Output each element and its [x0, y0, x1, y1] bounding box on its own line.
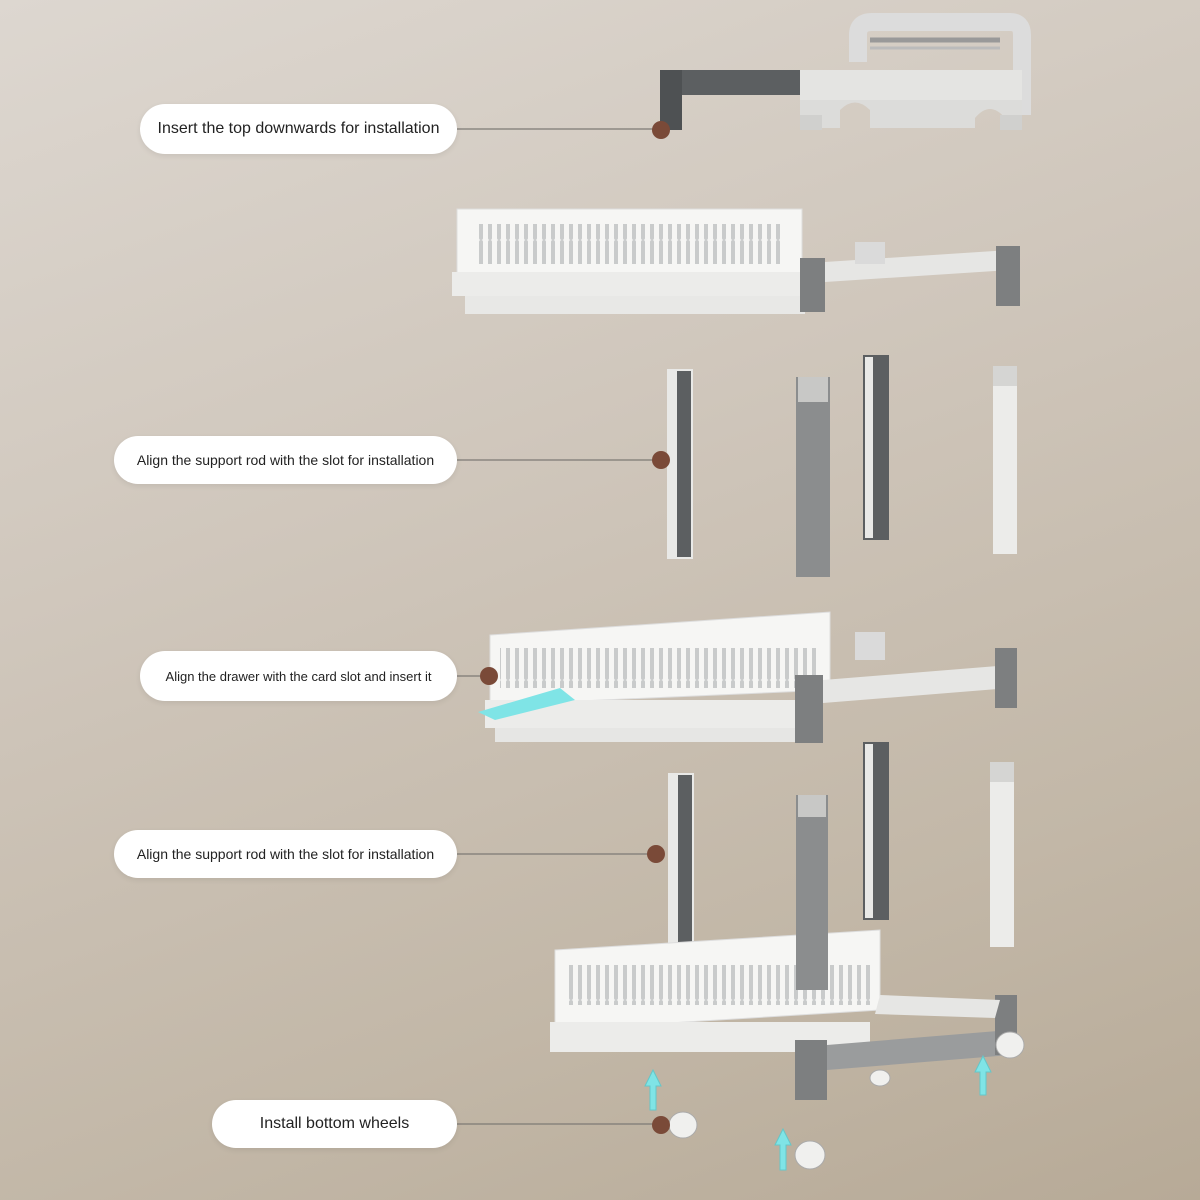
label-support-rod-2: Align the support rod with the slot for … [114, 830, 457, 878]
callout-markers [480, 121, 670, 1134]
marker-dot [652, 121, 670, 139]
top-frame [660, 13, 1031, 130]
label-drawer-insert: Align the drawer with the card slot and … [140, 651, 457, 701]
support-rods-1 [667, 355, 1017, 577]
support-rods-2 [668, 742, 1014, 953]
label-support-rod-1: Align the support rod with the slot for … [114, 436, 457, 484]
up-arrows [644, 1054, 992, 1171]
marker-dot [647, 845, 665, 863]
bottom-base [550, 795, 1017, 1100]
marker-dot [480, 667, 498, 685]
leader-lines [457, 128, 655, 1125]
drawer-2 [478, 611, 1017, 743]
marker-dot [652, 451, 670, 469]
label-top-install: Insert the top downwards for installatio… [140, 104, 457, 154]
wheels [668, 1031, 1025, 1170]
drawer-1 [452, 208, 1020, 314]
label-bottom-wheels: Install bottom wheels [212, 1100, 457, 1148]
marker-dot [652, 1116, 670, 1134]
